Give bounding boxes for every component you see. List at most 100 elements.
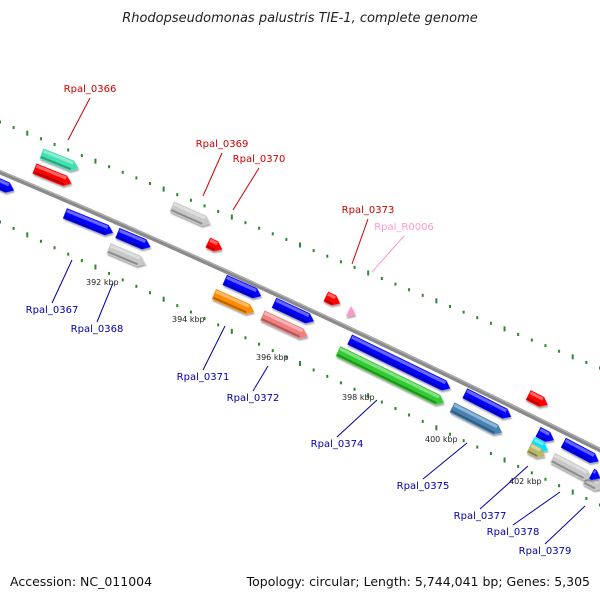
leader-line	[512, 491, 561, 526]
kbp-label: 402 kbp	[509, 477, 542, 486]
topology-summary: Topology: circular; Length: 5,744,041 bp…	[246, 574, 590, 589]
tick-mark	[258, 342, 261, 346]
gene-label[interactable]: Rpal_0374	[311, 439, 364, 450]
tick-mark	[230, 328, 233, 334]
tick-mark	[367, 270, 370, 276]
tick-mark	[435, 298, 438, 304]
tick-tracks	[0, 120, 600, 507]
gene-rpal-0378[interactable]	[549, 452, 594, 483]
tick-mark	[203, 316, 206, 320]
feature-arrow[interactable]	[115, 227, 152, 252]
gene-rpal-0367[interactable]	[62, 208, 115, 238]
leader-line	[336, 399, 378, 438]
leader-line	[202, 152, 223, 197]
gene-rpal-r0006[interactable]	[345, 306, 358, 319]
gene-rpal-0375[interactable]	[449, 402, 505, 437]
gene-label[interactable]: Rpal_0377	[454, 511, 507, 522]
tick-mark	[353, 387, 356, 391]
tick-mark	[285, 237, 288, 241]
tick-mark	[421, 293, 424, 297]
tick-mark	[558, 349, 561, 353]
gene-rpal-0371[interactable]	[211, 289, 257, 317]
tick-mark	[408, 288, 411, 292]
feature-arrow[interactable]	[347, 334, 452, 394]
gene-label[interactable]: Rpal_0372	[227, 393, 280, 404]
tick-mark	[189, 198, 192, 202]
tick-mark	[67, 252, 70, 256]
tick-mark	[530, 338, 533, 342]
tick-mark	[489, 321, 492, 325]
gene-label[interactable]: Rpal_0366	[64, 84, 117, 95]
genome-backbone	[0, 169, 600, 453]
leader-line	[202, 325, 226, 371]
gene-label[interactable]: Rpal_0373	[342, 205, 395, 216]
tick-mark	[121, 278, 124, 282]
tick-mark	[26, 130, 29, 136]
tick-mark	[162, 296, 165, 302]
tick-mark	[462, 310, 465, 314]
tick-mark	[12, 126, 15, 130]
tick-mark	[108, 271, 111, 275]
tick-mark	[339, 381, 342, 385]
kbp-label: 392 kbp	[86, 278, 119, 287]
feature-arrow[interactable]	[560, 437, 600, 466]
tick-mark	[67, 148, 70, 152]
tick-mark	[571, 354, 574, 360]
tick-mark	[517, 464, 520, 468]
tick-mark	[421, 419, 424, 423]
gene-rpal-0369[interactable]	[169, 201, 213, 228]
feature-arrow[interactable]	[32, 163, 73, 188]
feature-arrow[interactable]	[0, 176, 16, 196]
tick-mark	[353, 265, 356, 269]
leader-line	[544, 505, 586, 545]
leader-line	[232, 167, 260, 211]
gene-rpal-0368[interactable]	[106, 243, 147, 269]
gene-label[interactable]: Rpal_0367	[26, 305, 79, 316]
tick-mark	[12, 226, 15, 230]
tick-mark	[0, 220, 1, 224]
accession-text: Accession: NC_011004	[10, 574, 152, 589]
tick-mark	[53, 246, 56, 250]
gene-label[interactable]: Rpal_0375	[397, 481, 450, 492]
leader-line	[371, 235, 405, 273]
tick-mark	[135, 284, 138, 288]
gene-rpal-0379[interactable]	[589, 468, 600, 483]
tick-mark	[53, 142, 56, 146]
feature-arrow[interactable]	[222, 274, 263, 301]
gene-rpal-0370[interactable]	[205, 237, 224, 255]
tick-mark	[476, 316, 479, 320]
tick-mark	[271, 232, 274, 236]
gene-rpal-0366[interactable]	[39, 148, 80, 173]
gene-label[interactable]: Rpal_0379	[519, 546, 572, 557]
tick-mark	[94, 158, 97, 164]
tick-mark	[299, 361, 301, 366]
gene-label[interactable]: Rpal_0371	[177, 372, 230, 383]
gene-rpal-0377[interactable]	[526, 442, 547, 461]
gene-label[interactable]: Rpal_R0006	[374, 222, 434, 233]
tick-mark	[108, 165, 111, 169]
gene-rpal-0372[interactable]	[260, 310, 310, 341]
kbp-label: 394 kbp	[172, 315, 205, 324]
tick-mark	[258, 226, 261, 230]
gene-label[interactable]: Rpal_0369	[196, 139, 249, 150]
feature-arrow[interactable]	[525, 390, 551, 410]
tick-mark	[285, 355, 288, 359]
feature-arrow[interactable]	[535, 426, 556, 445]
feature-arrow[interactable]	[462, 388, 513, 421]
tick-mark	[449, 432, 451, 436]
gene-rpal-0373[interactable]	[323, 291, 342, 309]
gene-rpal-0374[interactable]	[335, 346, 447, 408]
tick-mark	[217, 209, 220, 213]
gene-label[interactable]: Rpal_0378	[487, 527, 540, 538]
gene-label[interactable]: Rpal_0370	[233, 154, 286, 165]
tick-mark	[571, 489, 574, 495]
tick-mark	[367, 393, 370, 399]
tick-mark	[80, 154, 83, 158]
feature-arrow[interactable]	[271, 297, 317, 327]
tick-mark	[135, 176, 138, 180]
tick-mark	[558, 484, 561, 488]
tick-mark	[585, 497, 588, 501]
gene-label[interactable]: Rpal_0368	[71, 324, 124, 335]
tick-mark	[544, 344, 547, 348]
tick-mark	[503, 326, 506, 332]
